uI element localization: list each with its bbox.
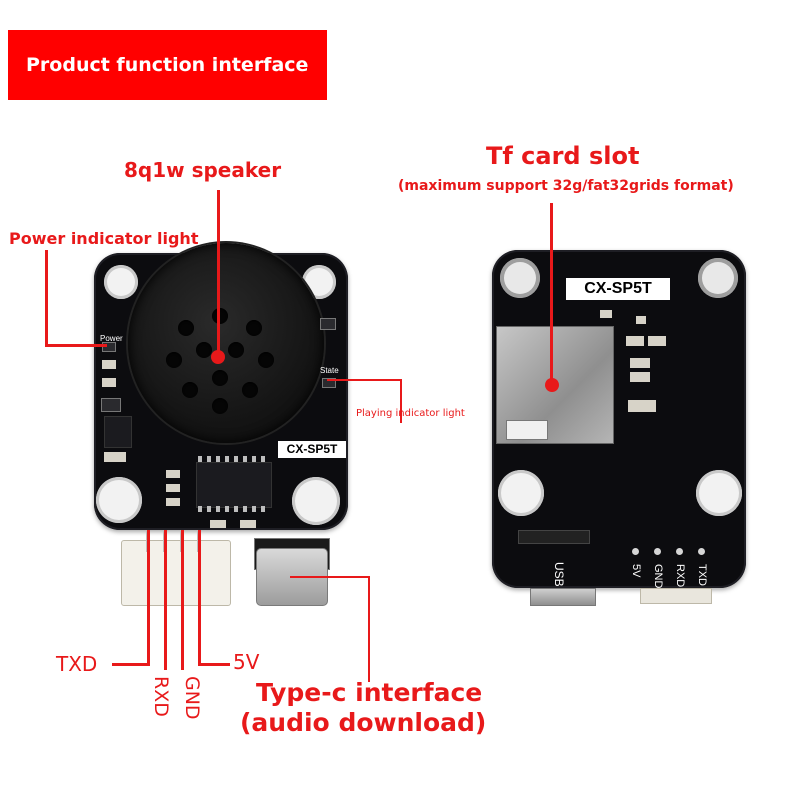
back-silk-rxd: RXD bbox=[674, 564, 686, 588]
mounting-hole bbox=[104, 265, 138, 299]
tf-card-subtitle: (maximum support 32g/fat32grids format) bbox=[398, 178, 734, 194]
usb-pad bbox=[518, 530, 590, 544]
smd-component bbox=[102, 360, 116, 369]
chip-pins-top bbox=[198, 456, 268, 462]
mounting-hole bbox=[96, 477, 142, 523]
speaker-hole bbox=[182, 382, 198, 398]
smd-component bbox=[166, 470, 180, 478]
tf-pointer-line bbox=[550, 203, 553, 383]
speaker-hole bbox=[166, 352, 182, 368]
power-pointer-line-h bbox=[45, 344, 107, 347]
smd-component bbox=[630, 358, 650, 368]
silk-power-label: Power bbox=[100, 334, 123, 343]
regulator-chip bbox=[104, 416, 132, 448]
typec-label-line2: (audio download) bbox=[240, 708, 487, 737]
speaker-hole bbox=[258, 352, 274, 368]
mounting-hole bbox=[292, 477, 340, 525]
mounting-hole bbox=[500, 258, 540, 298]
mounting-hole bbox=[696, 470, 742, 516]
usb-port-edge bbox=[530, 588, 596, 606]
product-function-banner: Product function interface bbox=[8, 30, 327, 100]
txd-line-h bbox=[112, 663, 150, 666]
smd-component bbox=[166, 484, 180, 492]
v5-line-h bbox=[198, 663, 230, 666]
mounting-hole bbox=[498, 470, 544, 516]
txd-line bbox=[147, 530, 150, 666]
gnd-line bbox=[181, 530, 184, 670]
speaker-hole bbox=[246, 320, 262, 336]
speaker-hole bbox=[212, 398, 228, 414]
speaker-hole bbox=[212, 370, 228, 386]
playing-pointer-line-v bbox=[400, 379, 402, 423]
power-light-label: Power indicator light bbox=[9, 229, 199, 248]
smd-component bbox=[628, 400, 656, 412]
rxd-line bbox=[164, 530, 167, 670]
speaker-hole bbox=[178, 320, 194, 336]
typec-pointer-line-v bbox=[368, 576, 370, 682]
power-led bbox=[102, 342, 116, 352]
smd-component bbox=[648, 336, 666, 346]
back-silk-txd: TXD bbox=[696, 564, 708, 586]
back-silk-usb: USB bbox=[552, 562, 566, 587]
header-pin bbox=[654, 548, 661, 555]
speaker bbox=[128, 243, 324, 443]
header-pin bbox=[698, 548, 705, 555]
power-pointer-line bbox=[45, 250, 48, 346]
txd-label: TXD bbox=[56, 652, 98, 676]
speaker-hole bbox=[228, 342, 244, 358]
typec-label-line1: Type-c interface bbox=[256, 678, 483, 707]
tf-slot-opening bbox=[506, 420, 548, 440]
v5-line bbox=[198, 530, 201, 666]
speaker-hole bbox=[242, 382, 258, 398]
smd-component bbox=[240, 520, 256, 528]
rxd-label: RXD bbox=[150, 676, 172, 717]
playing-pointer-line-h bbox=[327, 379, 402, 381]
speaker-hole bbox=[196, 342, 212, 358]
speaker-hole bbox=[212, 308, 228, 324]
back-model-label: CX-SP5T bbox=[566, 278, 670, 300]
v5-label: 5V bbox=[233, 650, 260, 674]
model-label: CX-SP5T bbox=[278, 441, 346, 458]
mounting-hole bbox=[698, 258, 738, 298]
smd-component bbox=[102, 378, 116, 387]
typec-pointer-line-h bbox=[290, 576, 370, 578]
smd-component bbox=[104, 452, 126, 462]
back-silk-5v: 5V bbox=[630, 564, 642, 578]
playing-light-label: Playing indicator light bbox=[356, 408, 465, 419]
connector-edge bbox=[640, 588, 712, 604]
silk-usb-label: USB bbox=[333, 552, 345, 575]
silk-state-label: State bbox=[320, 366, 339, 375]
speaker-pointer-line bbox=[217, 190, 220, 356]
state-led bbox=[322, 378, 336, 388]
silk-uart-label: UART bbox=[104, 565, 116, 595]
smd-component bbox=[101, 398, 121, 412]
chip-pins-bottom bbox=[198, 506, 268, 512]
smd-component bbox=[210, 520, 226, 528]
header-pin bbox=[676, 548, 683, 555]
audio-chip bbox=[196, 462, 272, 508]
smd-component bbox=[600, 310, 612, 318]
smd-component bbox=[636, 316, 646, 324]
speaker-pointer-dot bbox=[211, 350, 225, 364]
back-silk-gnd: GND bbox=[652, 564, 664, 589]
speaker-label: 8q1w speaker bbox=[124, 158, 282, 182]
tf-card-title: Tf card slot bbox=[486, 142, 640, 170]
smd-component bbox=[630, 372, 650, 382]
smd-component bbox=[320, 318, 336, 330]
smd-component bbox=[626, 336, 644, 346]
gnd-label: GND bbox=[181, 676, 203, 720]
smd-component bbox=[166, 498, 180, 506]
tf-pointer-dot bbox=[545, 378, 559, 392]
header-pin bbox=[632, 548, 639, 555]
uart-connector bbox=[121, 540, 231, 606]
